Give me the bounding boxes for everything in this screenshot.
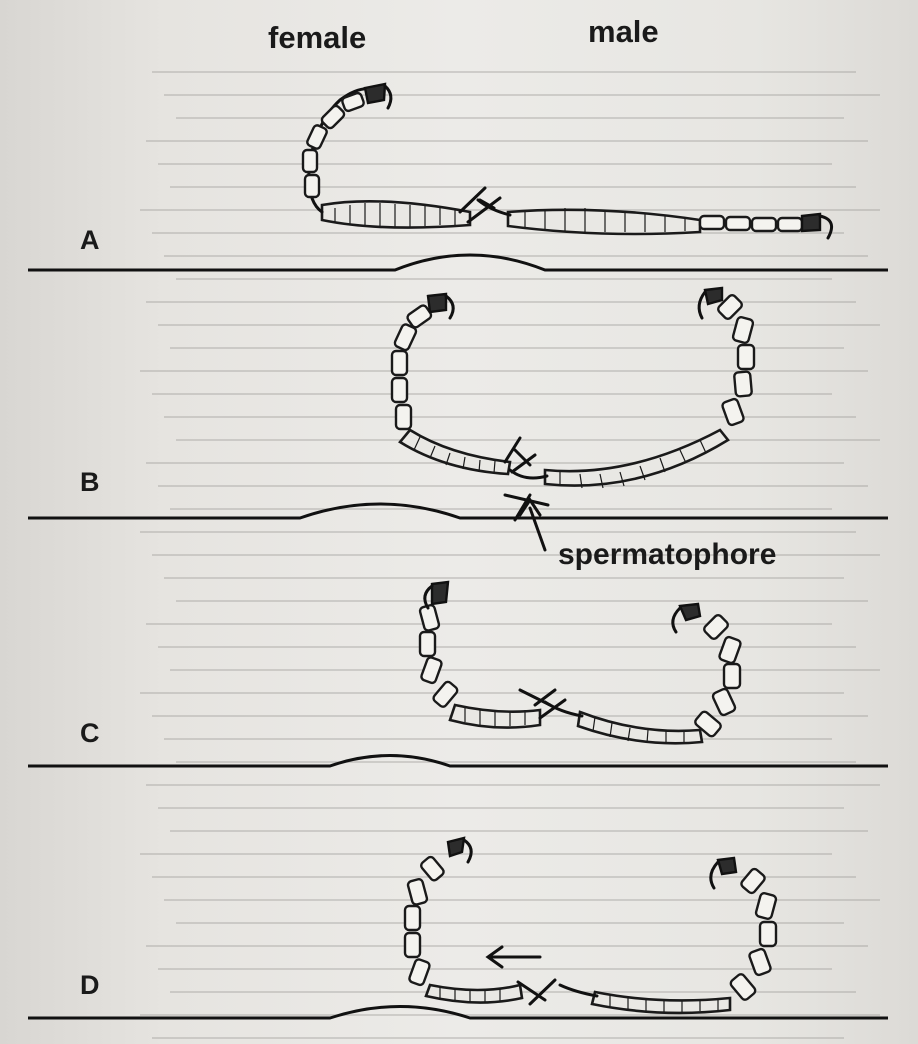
panel-a-drawing — [28, 84, 888, 270]
spermatophore-pointer-line — [530, 508, 545, 550]
panel-letter-b: B — [80, 467, 100, 498]
panel-letter-a: A — [80, 225, 100, 256]
panel-c-female-scorpion — [419, 582, 565, 728]
panel-b-female-scorpion — [392, 294, 535, 474]
panel-b-male-scorpion — [505, 288, 754, 520]
panel-a-ground — [28, 255, 888, 270]
panel-letter-d: D — [80, 970, 100, 1001]
panel-b-ground — [28, 504, 888, 518]
female-label: female — [268, 20, 366, 56]
panel-a-female-scorpion — [303, 84, 500, 228]
panel-d-male-scorpion — [560, 858, 777, 1013]
panel-b-drawing — [28, 288, 888, 550]
panel-c-ground — [28, 756, 888, 767]
panel-c-male-scorpion — [545, 604, 742, 744]
male-label: male — [588, 14, 659, 50]
panel-letter-c: C — [80, 718, 100, 749]
spermatophore-label: spermatophore — [558, 538, 776, 572]
panel-d-ground — [28, 1007, 888, 1019]
panel-d-drawing — [28, 838, 888, 1018]
panel-d-female-scorpion — [405, 838, 555, 1004]
